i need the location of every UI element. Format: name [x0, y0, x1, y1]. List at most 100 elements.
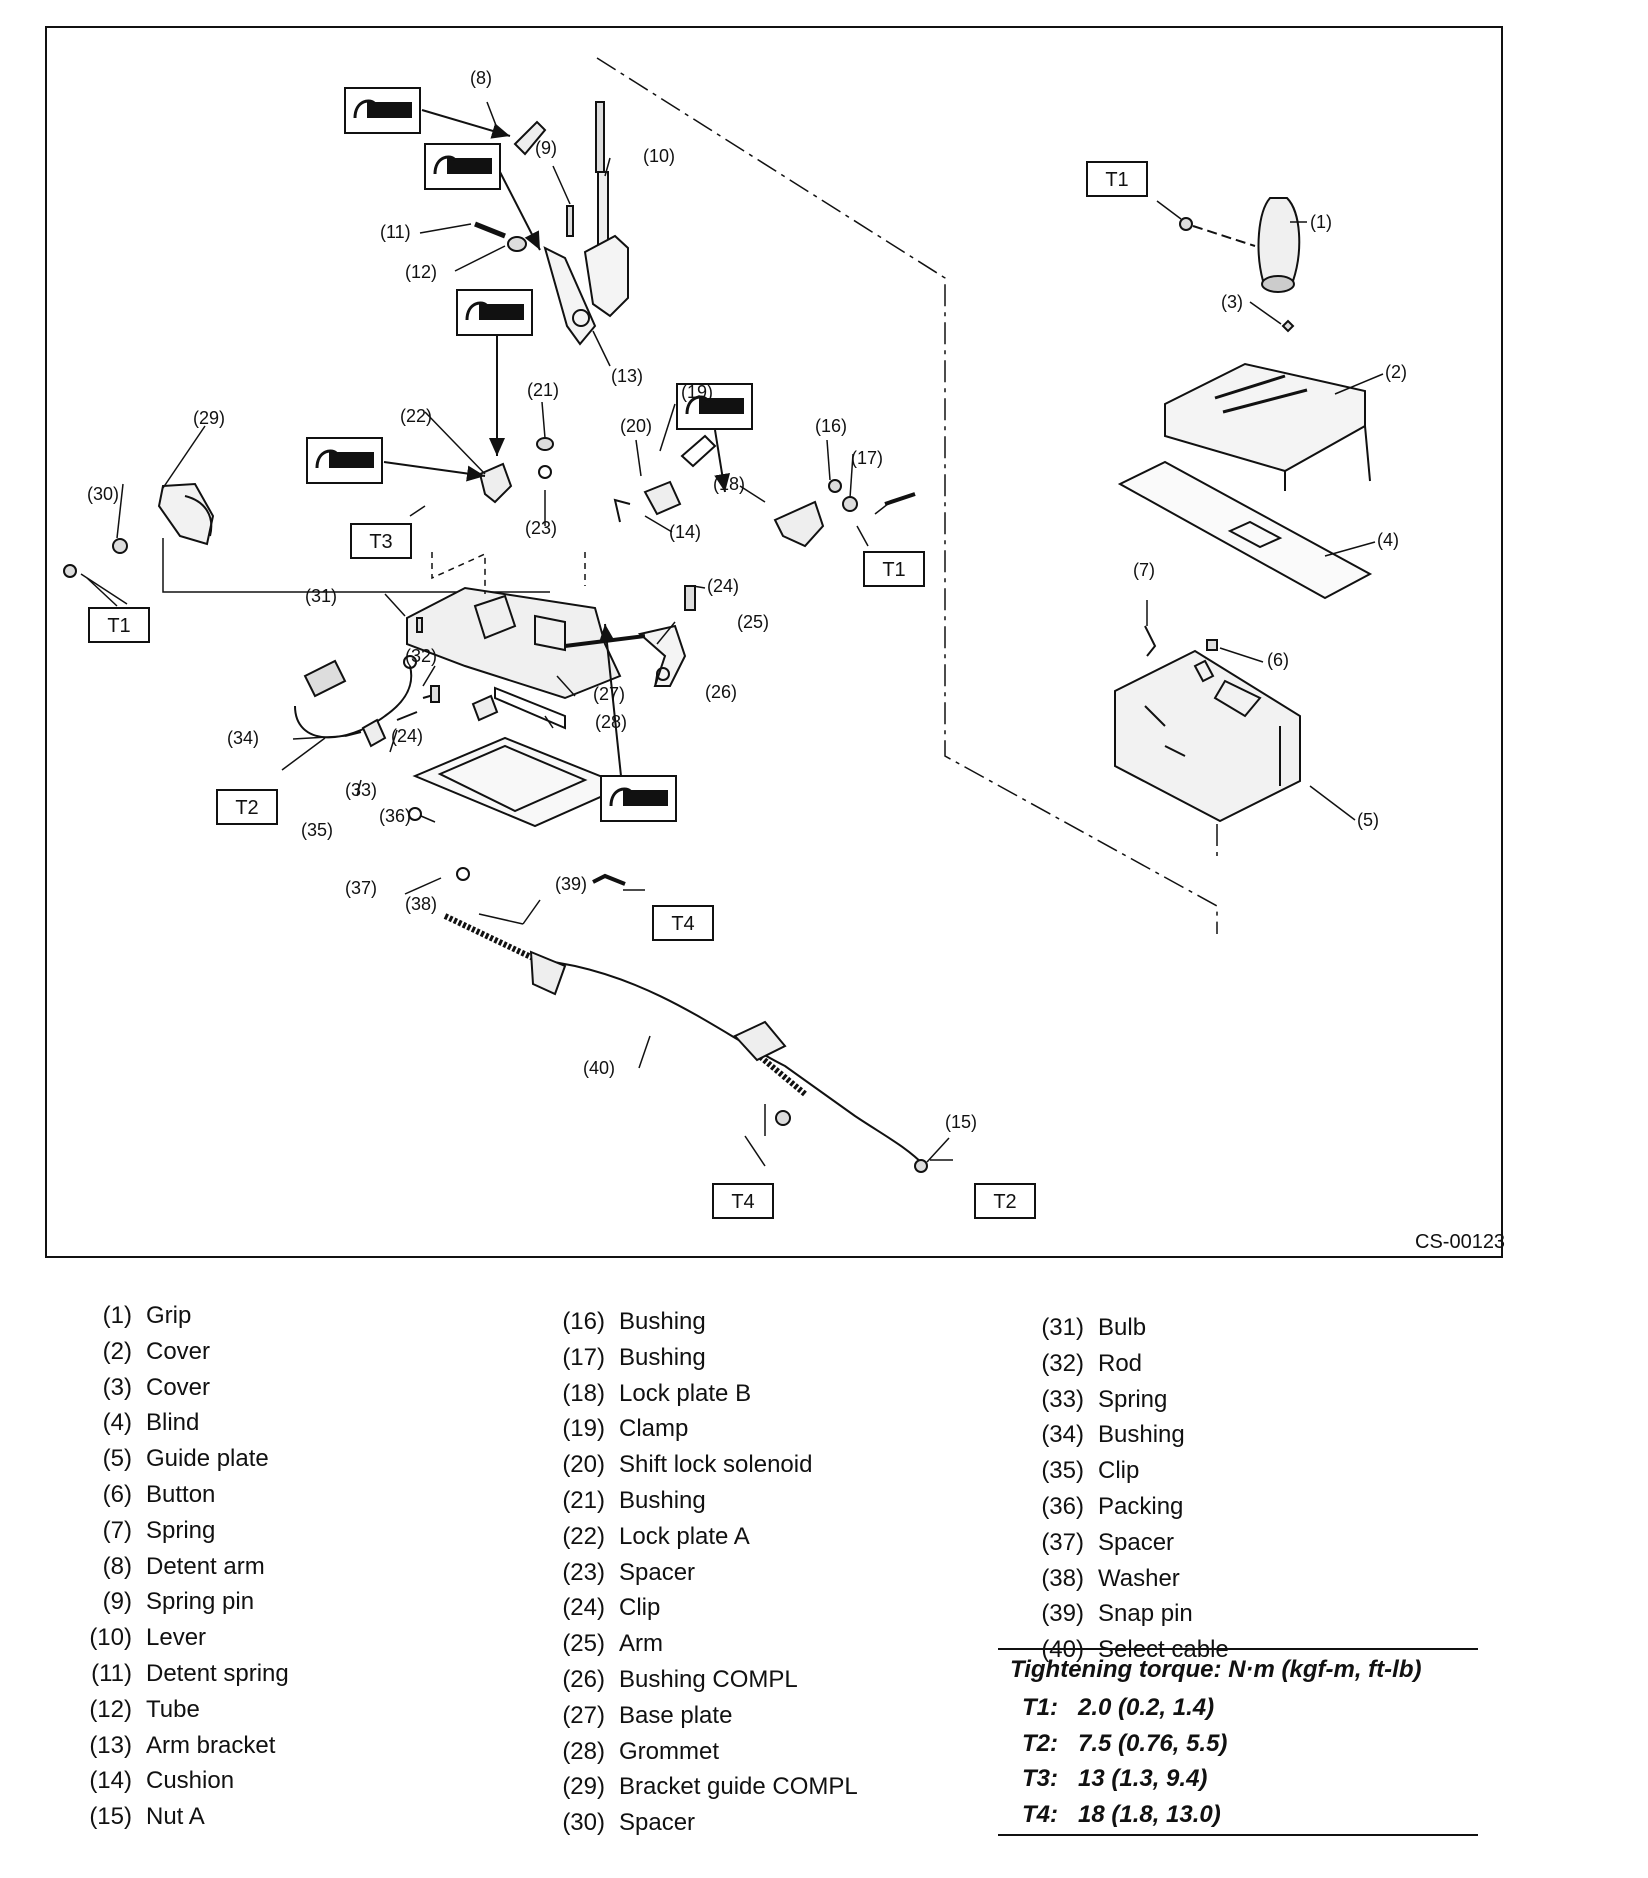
- torque-box-t4-bottom: T4: [712, 1183, 774, 1219]
- legend-item-number: (23): [562, 1558, 605, 1586]
- callout-26: (26): [705, 682, 737, 702]
- callout-10: (10): [643, 146, 675, 166]
- select-cable-part: [443, 867, 928, 1173]
- legend-item-number: (32): [1041, 1349, 1084, 1377]
- svg-text:T2: T2: [235, 797, 258, 819]
- figure-code: CS-00123: [1415, 1231, 1505, 1253]
- callout-24a: (24): [707, 576, 739, 596]
- harness-bulb-parts: [294, 617, 499, 748]
- part-callouts: (1) (2) (3) (4) (5) (6) (7) (8) (9) (10)…: [87, 68, 1407, 1132]
- base-plate-part: [406, 552, 622, 730]
- legend-item-number: (4): [102, 1409, 132, 1437]
- torque-box-t1-left: T1: [88, 607, 150, 643]
- callout-23: (23): [525, 518, 557, 538]
- legend-item-name: Spacer: [619, 1809, 696, 1837]
- torque-box-t1-right: T1: [863, 551, 925, 587]
- legend-item-number: (39): [1041, 1600, 1084, 1628]
- legend-item-name: Bushing: [619, 1487, 706, 1514]
- torque-box-t4-top: T4: [652, 905, 714, 941]
- grease-arrows: [383, 109, 731, 777]
- legend-item-number: (34): [1041, 1421, 1084, 1449]
- legend-item-number: (27): [562, 1701, 605, 1729]
- diagram-frame: [45, 26, 1503, 1258]
- legend-item-number: (38): [1041, 1564, 1084, 1592]
- callout-33: (33): [345, 780, 377, 800]
- legend-item-number: (24): [562, 1594, 605, 1622]
- legend-item-name: Detent arm: [146, 1552, 265, 1580]
- legend-item-name: Lock plate B: [619, 1379, 752, 1407]
- legend-item-number: (19): [562, 1415, 605, 1443]
- legend-item-name: Arm: [619, 1630, 663, 1658]
- legend-item-number: (28): [562, 1737, 605, 1765]
- callout-19: (19): [681, 382, 713, 402]
- legend-item-number: (25): [562, 1630, 605, 1658]
- callout-1: (1): [1310, 212, 1332, 232]
- torque-value: 2.0 (0.2, 1.4): [1078, 1694, 1215, 1721]
- legend-item-name: Base plate: [619, 1701, 733, 1729]
- legend-item-number: (18): [562, 1379, 605, 1407]
- arm-bracket-part: [543, 246, 597, 346]
- callout-15: (15): [945, 1112, 977, 1132]
- legend-item-name: Clamp: [619, 1415, 689, 1443]
- legend-item-number: (30): [562, 1809, 605, 1837]
- svg-text:T2: T2: [993, 1191, 1016, 1213]
- legend-item-number: (11): [91, 1660, 132, 1687]
- legend-item-name: Spacer: [1098, 1528, 1175, 1556]
- svg-text:T4: T4: [671, 913, 694, 935]
- callout-2: (2): [1385, 362, 1407, 382]
- legend-item-name: Guide plate: [146, 1445, 269, 1473]
- legend-item-name: Clip: [619, 1594, 661, 1622]
- callout-4: (4): [1377, 530, 1399, 550]
- legend-item-number: (37): [1041, 1528, 1084, 1556]
- torque-key: T2:: [1022, 1729, 1058, 1757]
- torque-leaders: [86, 200, 1182, 1167]
- legend-item-name: Spring: [1098, 1385, 1168, 1413]
- callout-9: (9): [535, 138, 557, 158]
- torque-box-t3: T3: [350, 523, 412, 559]
- legend-item-number: (13): [89, 1731, 132, 1759]
- grease-icons: [306, 87, 753, 822]
- torque-top-rule: [998, 1648, 1478, 1650]
- callout-17: (17): [851, 448, 883, 468]
- bracket-guide-part: [63, 482, 550, 593]
- grip-part: [1179, 197, 1301, 293]
- torque-key: T4:: [1022, 1800, 1058, 1828]
- grease-icon: [344, 87, 421, 134]
- legend-item-name: Nut A: [146, 1803, 205, 1831]
- callout-11: (11): [380, 222, 411, 242]
- legend-item-number: (9): [102, 1588, 132, 1616]
- callout-32: (32): [405, 646, 437, 666]
- svg-text:T1: T1: [1105, 169, 1128, 191]
- callout-38: (38): [405, 894, 437, 914]
- legend-item-name: Snap pin: [1098, 1600, 1193, 1628]
- callout-27: (27): [593, 684, 625, 704]
- explode-divider-lines: [596, 57, 1218, 934]
- legend-item-number: (29): [562, 1773, 605, 1801]
- callout-7: (7): [1133, 560, 1155, 580]
- legend-item-number: (22): [562, 1522, 605, 1550]
- callout-16: (16): [815, 416, 847, 436]
- legend-item-name: Button: [146, 1481, 216, 1508]
- legend-item-name: Lever: [146, 1624, 207, 1652]
- torque-value: 18 (1.8, 13.0): [1078, 1800, 1221, 1828]
- blind-part: [1117, 460, 1373, 600]
- svg-text:T1: T1: [107, 615, 130, 637]
- callout-25: (25): [737, 612, 769, 632]
- torque-bottom-rule: [998, 1834, 1478, 1836]
- callout-13: (13): [611, 366, 643, 386]
- legend-item-name: Spring pin: [146, 1588, 255, 1616]
- legend-item-number: (12): [89, 1695, 132, 1723]
- legend-item-name: Bushing: [1098, 1421, 1185, 1449]
- grease-icon: [424, 143, 501, 190]
- legend-item-number: (1): [102, 1302, 132, 1329]
- callout-30: (30): [87, 484, 119, 504]
- torque-value: 7.5 (0.76, 5.5): [1078, 1729, 1228, 1757]
- legend-item-name: Bushing COMPL: [619, 1666, 798, 1693]
- svg-text:T3: T3: [369, 531, 392, 553]
- legend-item-name: Cover: [146, 1373, 211, 1401]
- torque-value: 13 (1.3, 9.4): [1078, 1765, 1208, 1792]
- callout-18: (18): [713, 474, 745, 494]
- callout-12: (12): [405, 262, 437, 282]
- torque-box-t2-left: T2: [216, 789, 278, 825]
- callout-14: (14): [669, 522, 701, 542]
